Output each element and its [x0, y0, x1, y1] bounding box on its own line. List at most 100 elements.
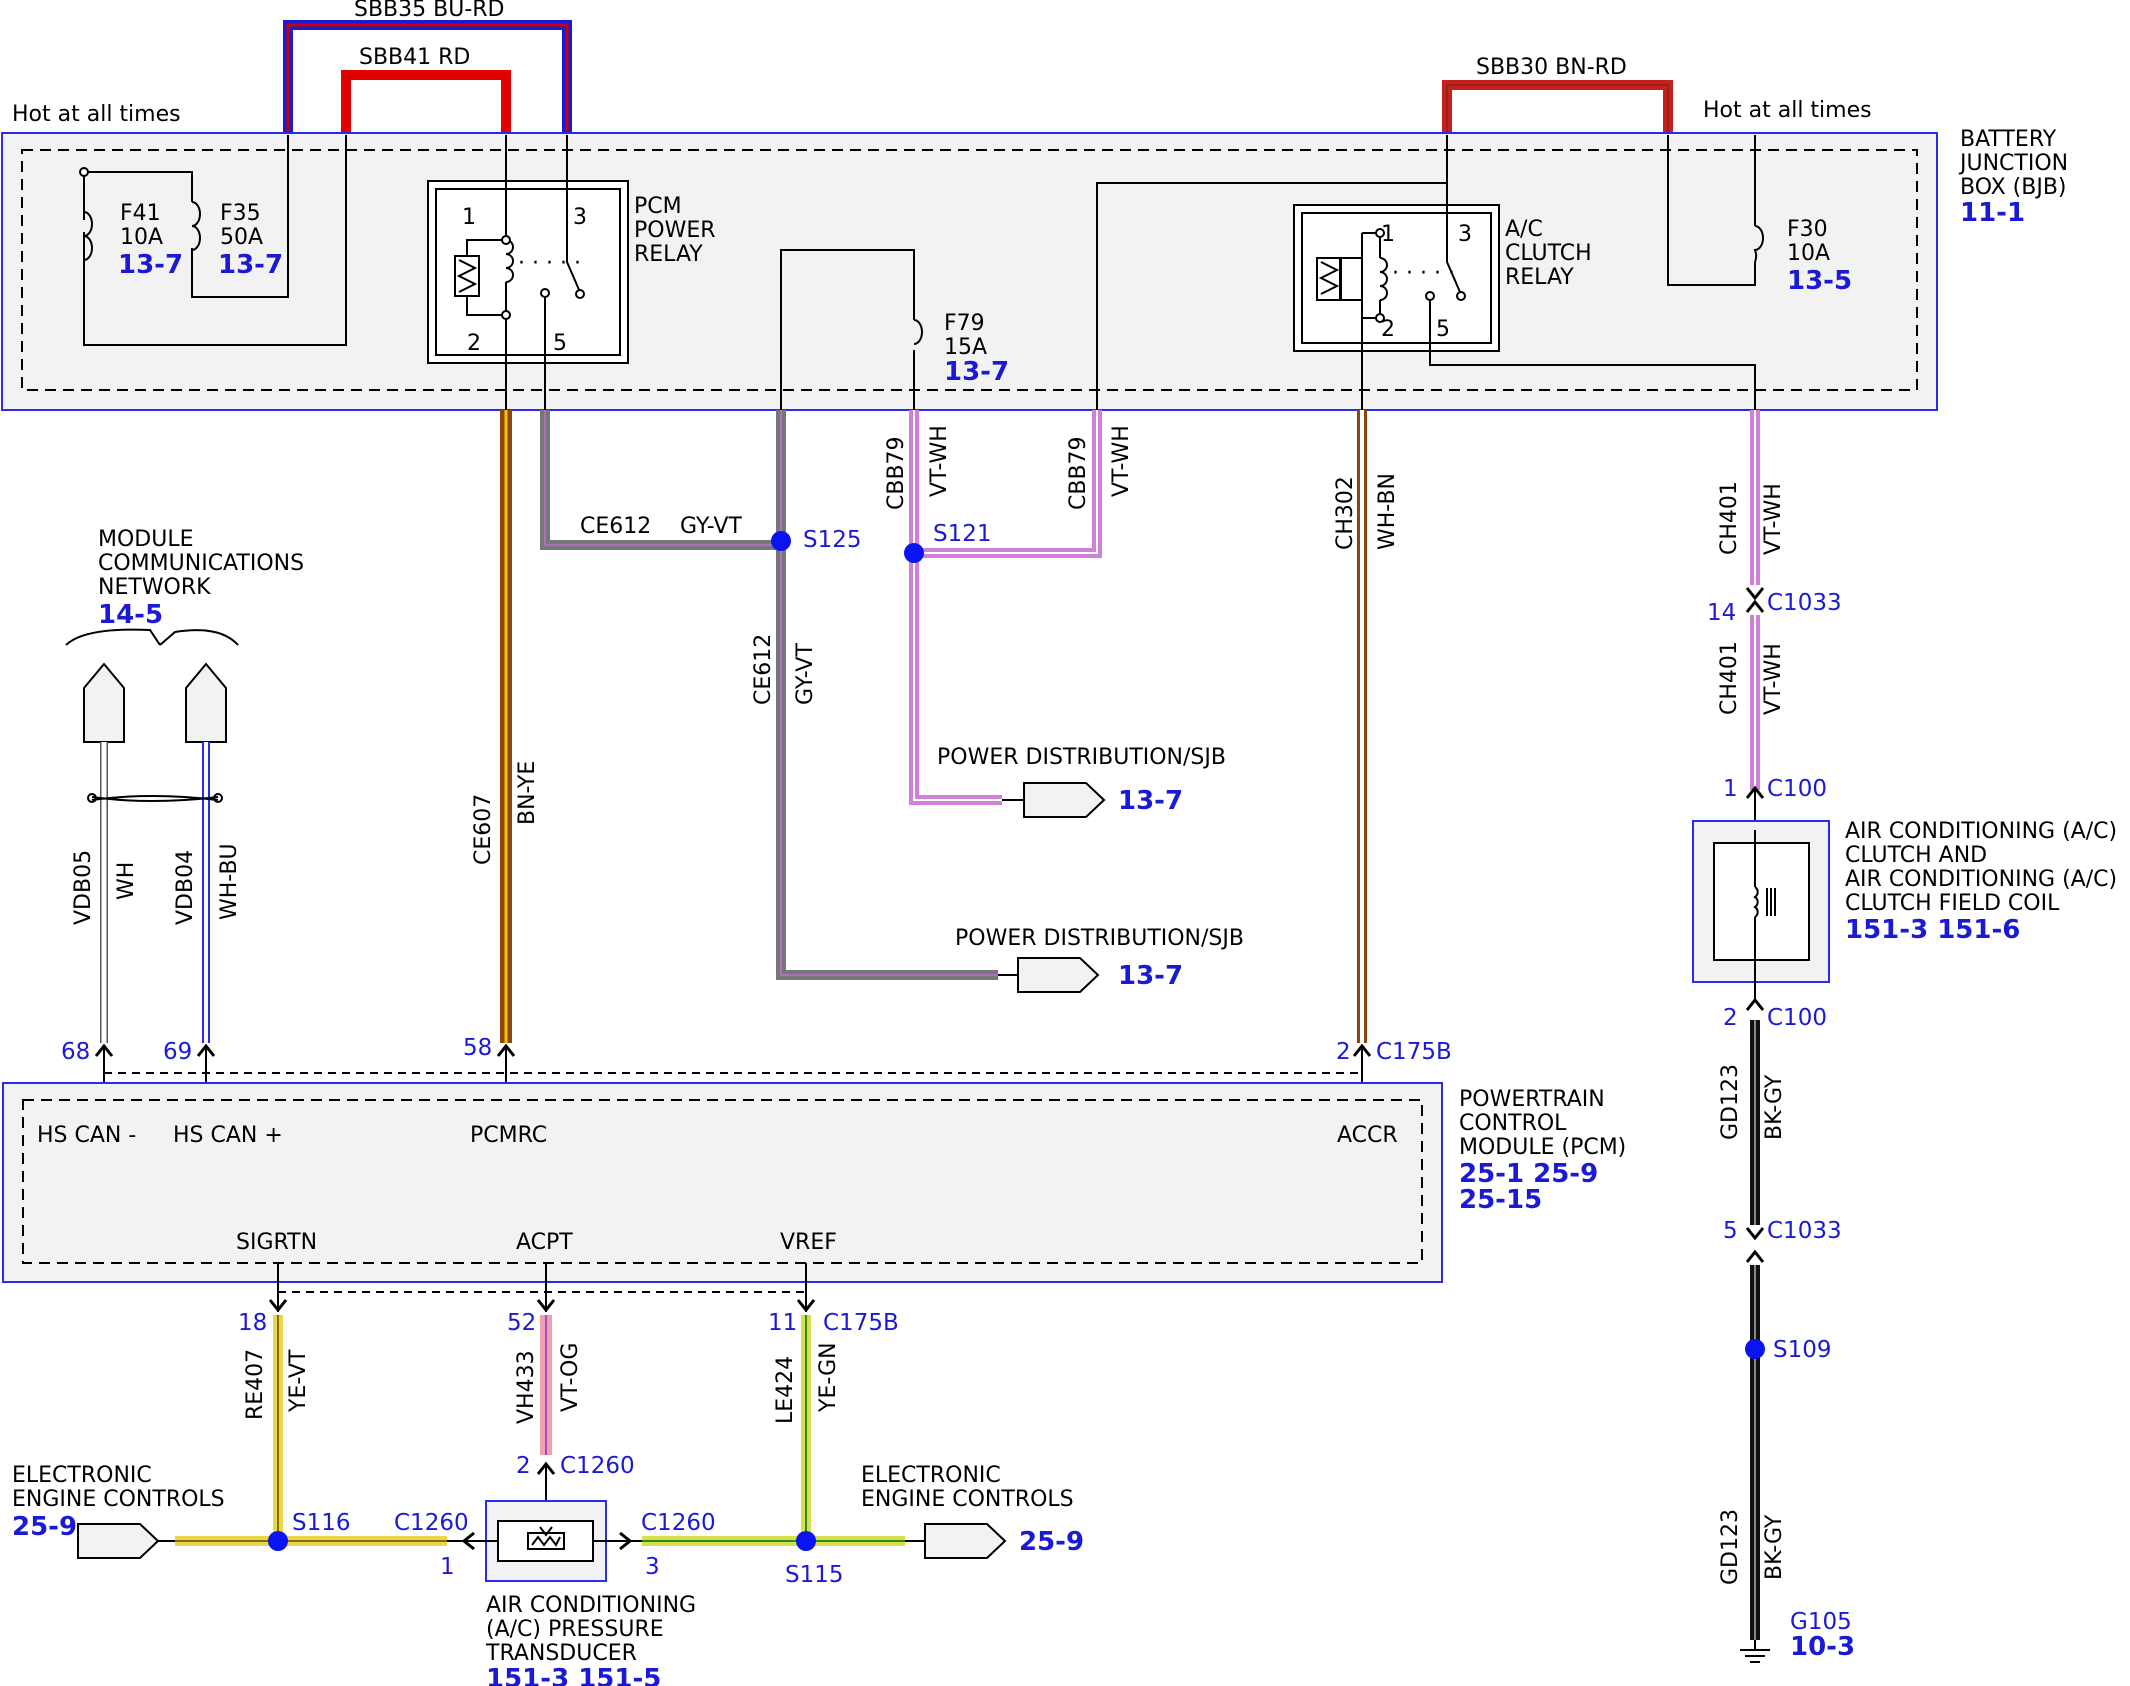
- f79-id: F79: [944, 311, 985, 336]
- s116-label: S116: [292, 1510, 351, 1536]
- svg-text:· · · · ·: · · · · ·: [518, 251, 581, 276]
- f79-fuse-icon: [913, 319, 923, 345]
- s125-splice: [771, 531, 791, 551]
- sbb30-wire: [1442, 80, 1673, 135]
- network-brace: [65, 628, 239, 646]
- bjb-name-1: BATTERY: [1960, 127, 2057, 152]
- power-dist-2-connector: [1017, 957, 1100, 993]
- vdb04-circuit: VDB04: [173, 850, 198, 925]
- c1260-right-pin: 3: [645, 1554, 660, 1580]
- network-name-1: MODULE: [98, 527, 194, 552]
- power-dist-2-ref[interactable]: 13-7: [1118, 961, 1183, 991]
- pcm-name-1: POWERTRAIN: [1459, 1087, 1605, 1112]
- sbb35-wire: [283, 20, 572, 135]
- pcm-pin-pcmrc: PCMRC: [470, 1123, 547, 1148]
- network-connector-1: [83, 662, 125, 743]
- vh433-pin: 52: [507, 1310, 536, 1336]
- f79-ref[interactable]: 13-7: [944, 357, 1009, 387]
- pcm-top-connectors: [94, 1043, 1372, 1057]
- bjb-ref[interactable]: 11-1: [1960, 198, 2025, 228]
- cbb79-wire: [909, 410, 1102, 805]
- power-dist-1-ref[interactable]: 13-7: [1118, 786, 1183, 816]
- eec-left-ref[interactable]: 25-9: [12, 1512, 77, 1542]
- f41-rating: 10A: [120, 225, 163, 250]
- le424-connector: C175B: [823, 1310, 899, 1336]
- c1033-top-name: C1033: [1767, 590, 1842, 616]
- f30-ref[interactable]: 13-5: [1787, 266, 1852, 296]
- vdb04-pin: 69: [163, 1039, 192, 1065]
- pcm-relay-name-1: PCM: [634, 194, 682, 219]
- pcm-relay-name-2: POWER: [634, 218, 716, 243]
- ac-relay-pin-1: 1: [1381, 222, 1395, 247]
- c100-bot-name: C100: [1767, 1005, 1827, 1031]
- cbb79-a-circuit: CBB79: [884, 436, 909, 510]
- ce607-circuit: CE607: [471, 794, 496, 865]
- transducer-refs[interactable]: 151-3 151-5: [486, 1664, 661, 1686]
- pcm-refs-2[interactable]: 25-15: [1459, 1185, 1542, 1215]
- ground-icon: [1740, 1640, 1770, 1663]
- s109-label: S109: [1773, 1337, 1832, 1363]
- f30-id: F30: [1787, 217, 1828, 242]
- ac-clutch-name-2: CLUTCH AND: [1845, 843, 1987, 868]
- cbb79-a-color: VT-WH: [927, 425, 952, 497]
- gd123-a-circuit: GD123: [1718, 1064, 1743, 1140]
- ac-clutch-name-4: CLUTCH FIELD COIL: [1845, 891, 2060, 916]
- eec-left-name-2: ENGINE CONTROLS: [12, 1487, 225, 1512]
- hot-at-all-times-right: Hot at all times: [1703, 98, 1872, 123]
- vdb05-color: WH: [114, 862, 139, 900]
- sbb30-label: SBB30 BN-RD: [1476, 55, 1627, 80]
- pcm-pin-accr: ACCR: [1337, 1123, 1398, 1148]
- ch302-connector: C175B: [1376, 1039, 1452, 1065]
- hot-at-all-times-left: Hot at all times: [12, 102, 181, 127]
- pcm-relay-pin-3: 3: [573, 205, 587, 230]
- pcm-relay-box: [427, 180, 629, 364]
- re407-wire: [175, 1315, 447, 1546]
- c1260-left-pin: 1: [440, 1554, 455, 1580]
- pcm-pin-hs-can-plus: HS CAN +: [173, 1123, 283, 1148]
- c1033-top-pin: 14: [1707, 600, 1736, 626]
- pcm-name-3: MODULE (PCM): [1459, 1135, 1626, 1160]
- f30-fuse-icon: [1753, 225, 1764, 263]
- cbb79-b-circuit: CBB79: [1066, 436, 1091, 510]
- clutch-coil-icon: [1753, 830, 1776, 1000]
- vdb05-pin: 68: [61, 1039, 90, 1065]
- pcm-relay-pin-5: 5: [553, 331, 567, 356]
- bjb-inner-box: [21, 149, 1918, 391]
- ground-name: G105: [1790, 1609, 1852, 1635]
- pcm-pin-sigrtn: SIGRTN: [236, 1230, 317, 1255]
- pcm-refs-1[interactable]: 25-1 25-9: [1459, 1159, 1598, 1189]
- pcm-box: [2, 1082, 1443, 1283]
- pcm-bottom-connectors: [268, 1299, 816, 1313]
- ac-relay-name-1: A/C: [1505, 217, 1543, 242]
- f41-ref[interactable]: 13-7: [118, 250, 183, 280]
- ac-relay-name-2: CLUTCH: [1505, 241, 1592, 266]
- c100-top-pin: 1: [1723, 776, 1738, 802]
- pcm-pin-vref: VREF: [780, 1230, 837, 1255]
- eec-right-ref[interactable]: 25-9: [1019, 1527, 1084, 1557]
- ce607-color: BN-YE: [515, 761, 540, 825]
- ce607-pin: 58: [463, 1035, 492, 1061]
- network-ref[interactable]: 14-5: [98, 600, 163, 630]
- ac-clutch-refs[interactable]: 151-3 151-6: [1845, 915, 2020, 945]
- f35-rating: 50A: [220, 225, 263, 250]
- ground-ref[interactable]: 10-3: [1790, 1632, 1855, 1662]
- ce612-v-circuit: CE612: [751, 634, 776, 705]
- ac-relay-name-3: RELAY: [1505, 265, 1574, 290]
- le424-pin: 11: [768, 1310, 797, 1336]
- le424-circuit: LE424: [773, 1356, 798, 1424]
- cbb79-b-color: VT-WH: [1109, 425, 1134, 497]
- vh433-color: VT-OG: [558, 1343, 583, 1412]
- gd123-a-color: BK-GY: [1762, 1074, 1787, 1140]
- ac-clutch-name-1: AIR CONDITIONING (A/C): [1845, 819, 2117, 844]
- f79-rating: 15A: [944, 335, 987, 360]
- f35-ref[interactable]: 13-7: [218, 250, 283, 280]
- eec-right-name-2: ENGINE CONTROLS: [861, 1487, 1074, 1512]
- ch302-color: WH-BN: [1375, 473, 1400, 550]
- f35-fuse-icon: [191, 201, 201, 251]
- ce612-v-wire: [776, 410, 998, 980]
- f41-fuse-icon: [83, 211, 93, 261]
- network-name-3: NETWORK: [98, 575, 211, 600]
- ce612-v-color: GY-VT: [793, 643, 818, 705]
- power-dist-1-connector: [1023, 782, 1106, 818]
